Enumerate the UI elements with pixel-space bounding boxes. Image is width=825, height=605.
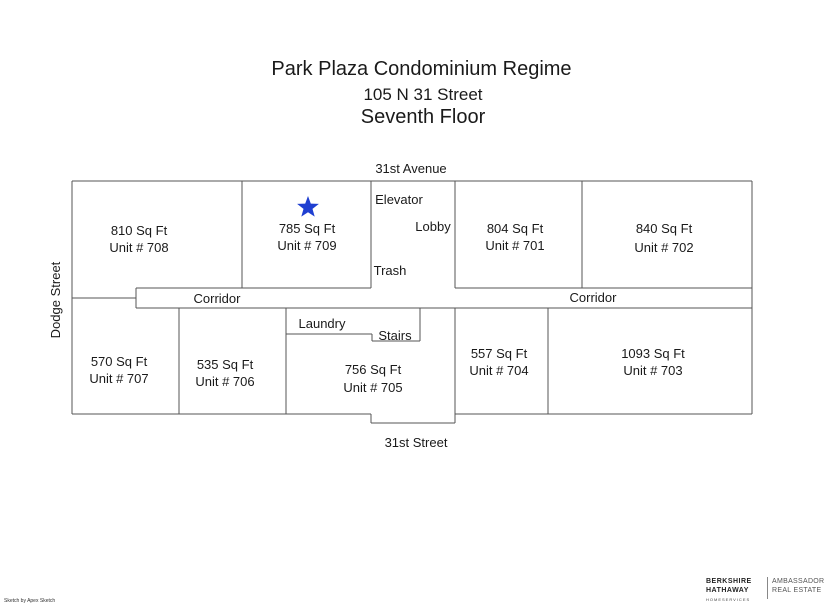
brand-line-3: HOMESERVICES [706, 597, 751, 602]
unit-708-area: 810 Sq Ft [111, 223, 168, 238]
star-icon [297, 196, 319, 217]
unit-704-area: 557 Sq Ft [471, 346, 528, 361]
unit-706-area: 535 Sq Ft [197, 357, 254, 372]
stairs-label: Stairs [378, 328, 412, 343]
unit-709-area: 785 Sq Ft [279, 221, 336, 236]
laundry-label: Laundry [299, 316, 346, 331]
corridor-right-label: Corridor [570, 290, 618, 305]
sketch-credit: Sketch by Apex Sketch [4, 598, 56, 604]
brand-line-1: BERKSHIRE [706, 578, 752, 585]
unit-707-label: Unit # 707 [89, 371, 148, 386]
street-north-label: 31st Avenue [375, 161, 446, 176]
unit-707-area: 570 Sq Ft [91, 354, 148, 369]
unit-703-area: 1093 Sq Ft [621, 346, 685, 361]
plan-walls [71, 180, 753, 424]
brand-line-2: HATHAWAY [706, 587, 749, 594]
lobby-label: Lobby [415, 219, 451, 234]
unit-706-label: Unit # 706 [195, 374, 254, 389]
street-west-label: Dodge Street [48, 261, 63, 338]
unit-701-area: 804 Sq Ft [487, 221, 544, 236]
plan-address: 105 N 31 Street [363, 85, 483, 104]
corridor-left-label: Corridor [194, 291, 242, 306]
unit-705-label: Unit # 705 [343, 380, 402, 395]
brand-divider [767, 577, 768, 599]
plan-title: Park Plaza Condominium Regime [271, 58, 572, 80]
unit-702-label: Unit # 702 [634, 240, 693, 255]
unit-704-label: Unit # 704 [469, 363, 528, 378]
street-south-label: 31st Street [385, 435, 448, 450]
unit-709-label: Unit # 709 [277, 238, 336, 253]
unit-708-label: Unit # 708 [109, 240, 168, 255]
trash-label: Trash [374, 263, 407, 278]
brand-logo: BERKSHIRE HATHAWAY HOMESERVICES AMBASSAD… [706, 577, 824, 604]
brand-right: AMBASSADOR REAL ESTATE [772, 577, 825, 595]
unit-701-label: Unit # 701 [485, 238, 544, 253]
brand-right-1: AMBASSADOR [772, 578, 825, 585]
elevator-label: Elevator [375, 192, 423, 207]
unit-705-area: 756 Sq Ft [345, 362, 402, 377]
unit-702-area: 840 Sq Ft [636, 221, 693, 236]
brand-right-2: REAL ESTATE [772, 587, 822, 594]
unit-703-label: Unit # 703 [623, 363, 682, 378]
plan-floor: Seventh Floor [360, 106, 486, 128]
